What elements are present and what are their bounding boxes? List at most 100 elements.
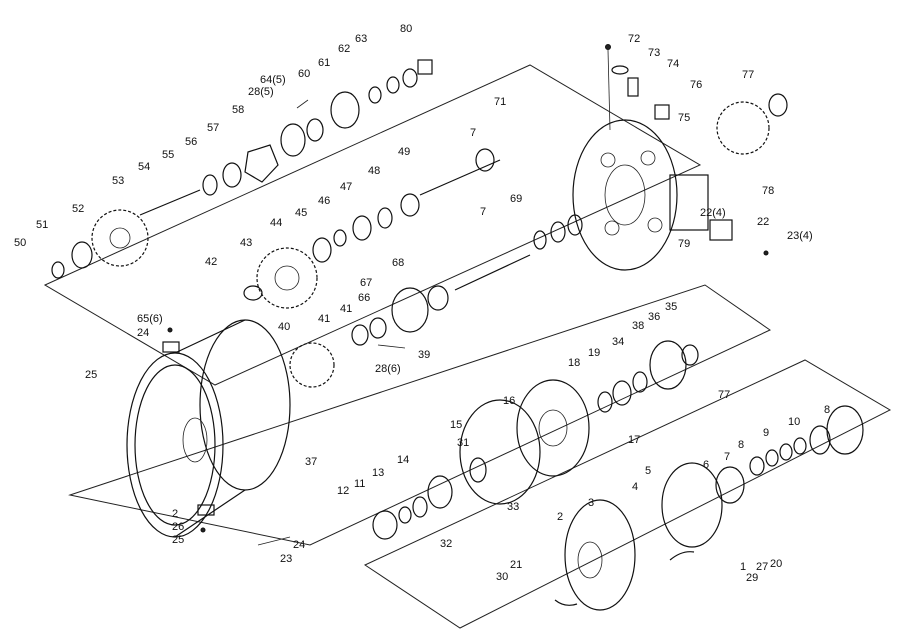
- callout: 12: [337, 485, 349, 497]
- callout: 11: [354, 478, 365, 490]
- callout: 51: [36, 219, 48, 231]
- callout: 4: [632, 481, 638, 493]
- callout: 22: [757, 216, 769, 228]
- callout-labels: 72 73 74 75 76 77 80 63 62 61 60 64(5) 2…: [14, 23, 830, 584]
- callout: 7: [470, 127, 476, 139]
- callout: 41: [340, 303, 352, 315]
- callout: 73: [648, 47, 660, 59]
- callout: 23: [280, 553, 292, 565]
- callout: 22(4): [700, 207, 726, 219]
- callout: 43: [240, 237, 252, 249]
- callout: 8: [738, 439, 744, 451]
- callout: 62: [338, 43, 350, 55]
- callout: 32: [440, 538, 452, 550]
- fasteners: [162, 44, 769, 546]
- callout: 18: [568, 357, 580, 369]
- callout: 10: [788, 416, 800, 428]
- rings-middle: [372, 340, 699, 540]
- tray-middle: [68, 284, 772, 546]
- rings-upper: [51, 59, 788, 346]
- callout: 39: [418, 349, 430, 361]
- callout: 16: [503, 395, 515, 407]
- callout: 13: [372, 467, 384, 479]
- callout: 50: [14, 237, 26, 249]
- callout: 35: [665, 301, 677, 313]
- callout: 48: [368, 165, 380, 177]
- callout: 1: [740, 561, 746, 573]
- callout: 7: [724, 451, 730, 463]
- callout: 37: [305, 456, 317, 468]
- callout: 9: [763, 427, 769, 439]
- callout: 69: [510, 193, 522, 205]
- callout: 24: [293, 539, 305, 551]
- callout: 41: [318, 313, 330, 325]
- callout: 57: [207, 122, 219, 134]
- callout: 2: [557, 511, 563, 523]
- shafts: [139, 159, 531, 291]
- callout: 3: [588, 497, 594, 509]
- callout: 25: [85, 369, 97, 381]
- callout: 75: [678, 112, 690, 124]
- callout: 79: [678, 238, 690, 250]
- callout: 31: [457, 437, 469, 449]
- callout: 28(5): [248, 86, 274, 98]
- callout: 64(5): [260, 74, 286, 86]
- callout: 67: [360, 277, 372, 289]
- callout: 52: [72, 203, 84, 215]
- callout: 40: [278, 321, 290, 333]
- callout: 38: [632, 320, 644, 332]
- assembly-trays: [43, 64, 892, 629]
- tray-lower-right: [363, 359, 892, 629]
- callout: 7: [480, 206, 486, 218]
- callout: 14: [397, 454, 409, 466]
- callout: 26: [172, 521, 184, 533]
- callout: 5: [645, 465, 651, 477]
- callout: 80: [400, 23, 412, 35]
- callout: 15: [450, 419, 462, 431]
- flange-housing: [572, 119, 709, 271]
- callout: 6: [703, 459, 709, 471]
- callout: 49: [398, 146, 410, 158]
- drum-housing: [126, 319, 291, 538]
- callout: 55: [162, 149, 174, 161]
- callout: 78: [762, 185, 774, 197]
- callout: 63: [355, 33, 367, 45]
- callout: 27: [756, 561, 768, 573]
- callout: 34: [612, 336, 624, 348]
- gears: [91, 101, 770, 388]
- callout: 33: [507, 501, 519, 513]
- callout: 24: [137, 327, 149, 339]
- callout: 28(6): [375, 363, 401, 375]
- callout: 46: [318, 195, 330, 207]
- callout: 74: [667, 58, 679, 70]
- callout: 61: [318, 57, 330, 69]
- callout: 8: [824, 404, 830, 416]
- callout: 77: [742, 69, 754, 81]
- callout: 42: [205, 256, 217, 268]
- callout: 60: [298, 68, 310, 80]
- callout: 36: [648, 311, 660, 323]
- callout: 54: [138, 161, 150, 173]
- callout: 56: [185, 136, 197, 148]
- callout: 30: [496, 571, 508, 583]
- callout: 2: [172, 508, 178, 520]
- callout: 29: [746, 572, 758, 584]
- callout: 21: [510, 559, 522, 571]
- callout: 66: [358, 292, 370, 304]
- callout: 72: [628, 33, 640, 45]
- callout: 53: [112, 175, 124, 187]
- callout: 71: [494, 96, 506, 108]
- rings-lower: [554, 405, 864, 611]
- callout: 58: [232, 104, 244, 116]
- callout: 47: [340, 181, 352, 193]
- callout: 77: [718, 389, 730, 401]
- callout: 45: [295, 207, 307, 219]
- callout: 65(6): [137, 313, 163, 325]
- callout: 68: [392, 257, 404, 269]
- callout: 17: [628, 434, 640, 446]
- callout: 76: [690, 79, 702, 91]
- callout: 44: [270, 217, 282, 229]
- tray-upper-left: [43, 64, 702, 386]
- callout: 19: [588, 347, 600, 359]
- callout: 25: [172, 534, 184, 546]
